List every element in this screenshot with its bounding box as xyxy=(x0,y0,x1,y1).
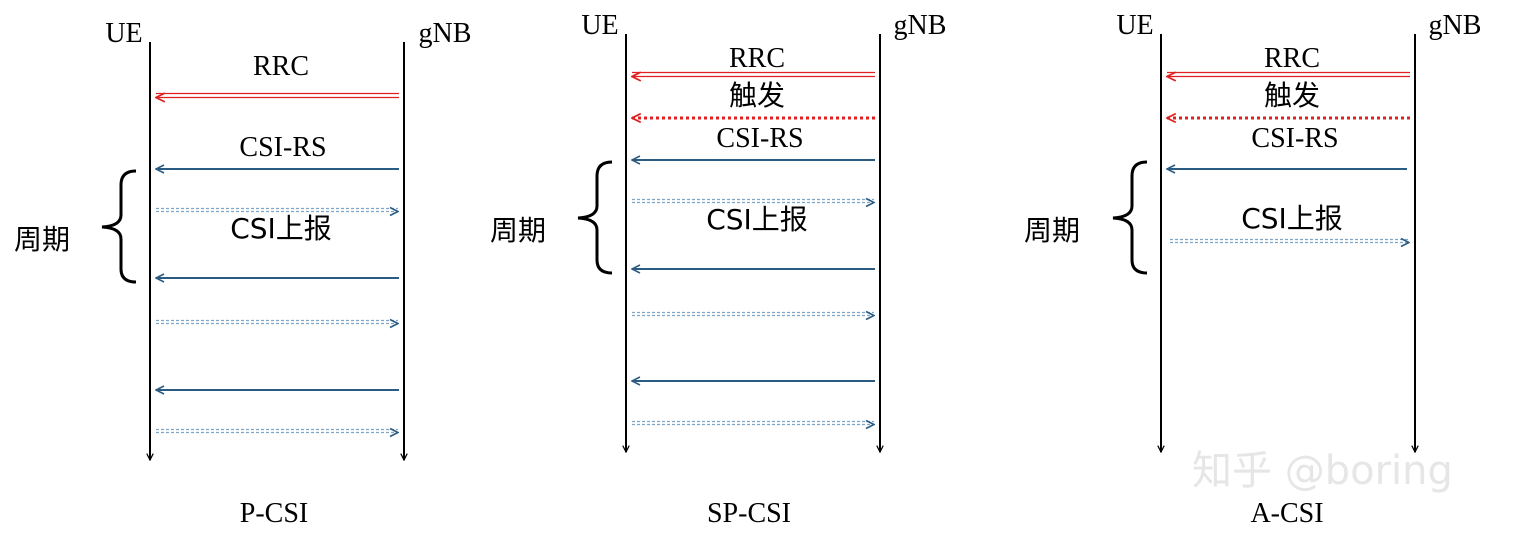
csi-report-arrow xyxy=(156,430,398,433)
diagram-caption: P-CSI xyxy=(240,498,308,529)
a-csi-diagram: UE gNB RRC 触发 CSI-RS CSI上报 周期 A-CSI xyxy=(1024,10,1481,529)
ue-label: UE xyxy=(1116,10,1153,41)
period-brace xyxy=(1112,160,1148,275)
csi-report-arrow xyxy=(632,422,874,425)
period-brace xyxy=(101,169,137,284)
csi-rs-label: CSI-RS xyxy=(239,132,326,163)
ue-label: UE xyxy=(105,18,142,49)
csi-report-label: CSI上报 xyxy=(230,212,332,245)
gnb-label: gNB xyxy=(419,18,472,49)
csi-report-arrow xyxy=(632,313,874,316)
csi-report-label: CSI上报 xyxy=(706,203,808,236)
csi-rs-label: CSI-RS xyxy=(716,123,803,154)
watermark: 知乎 @boring xyxy=(1192,448,1453,494)
rrc-label: RRC xyxy=(1264,43,1320,74)
csi-report-arrow xyxy=(632,200,874,203)
diagram-caption: A-CSI xyxy=(1250,498,1323,529)
rrc-arrow xyxy=(1167,73,1410,77)
rrc-label: RRC xyxy=(729,43,785,74)
p-csi-diagram: UE gNB RRC CSI-RS CSI上报 周期 P-CSI xyxy=(14,18,471,529)
diagram-caption: SP-CSI xyxy=(707,498,791,529)
csi-report-arrow xyxy=(1170,240,1409,243)
period-label: 周期 xyxy=(490,214,546,247)
ue-label: UE xyxy=(581,10,618,41)
csi-report-arrow xyxy=(156,209,398,212)
rrc-arrow xyxy=(632,73,875,77)
csi-report-arrow xyxy=(156,321,398,324)
gnb-label: gNB xyxy=(894,10,947,41)
period-label: 周期 xyxy=(1024,214,1080,247)
rrc-arrow xyxy=(156,94,399,98)
rrc-label: RRC xyxy=(253,51,309,82)
period-brace xyxy=(577,160,613,275)
csi-rs-label: CSI-RS xyxy=(1251,123,1338,154)
sp-csi-diagram: UE gNB RRC 触发 CSI-RS CSI上报 周期 SP-CS xyxy=(490,10,946,529)
gnb-label: gNB xyxy=(1429,10,1482,41)
trigger-label: 触发 xyxy=(729,79,785,112)
csi-report-label: CSI上报 xyxy=(1241,202,1343,235)
trigger-label: 触发 xyxy=(1264,79,1320,112)
period-label: 周期 xyxy=(14,223,70,256)
